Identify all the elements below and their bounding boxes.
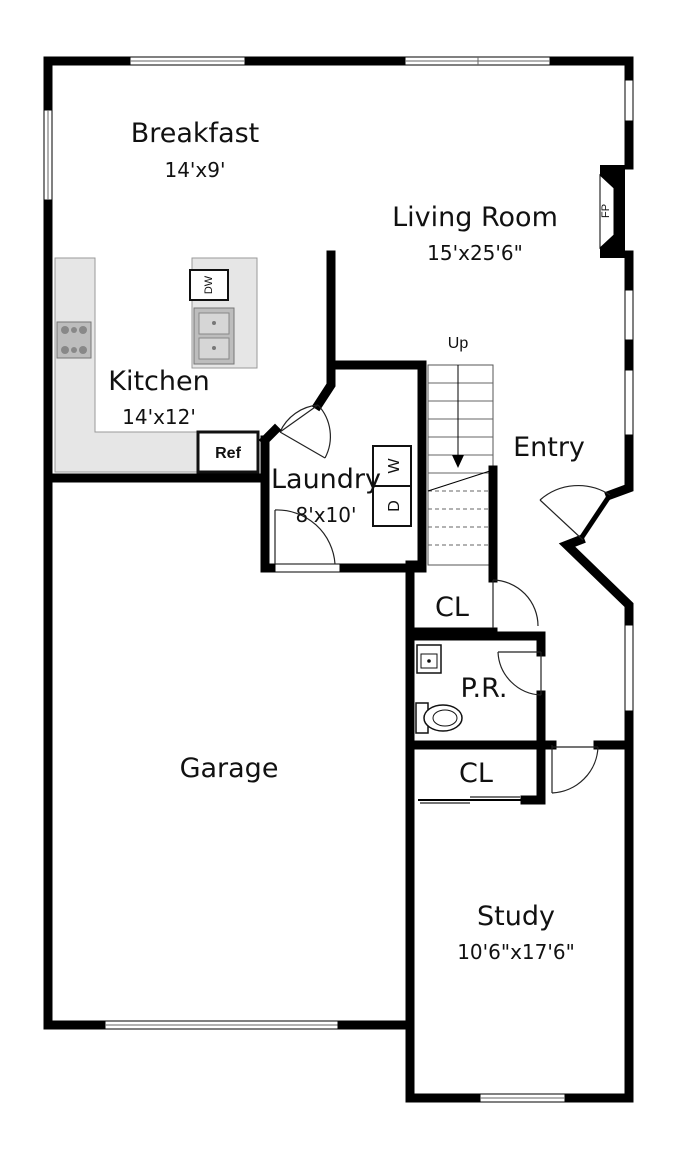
fireplace-label: FP — [600, 204, 612, 218]
kitchen-counter — [54, 257, 199, 473]
room-entry-name: Entry — [513, 432, 585, 463]
room-living-room-name: Living Room — [392, 202, 558, 233]
room-laundry-dims: 8'x10' — [295, 503, 356, 527]
dryer-label: D — [386, 500, 403, 512]
window-breakfast-left — [43, 109, 53, 201]
refrigerator-icon: Ref — [196, 430, 260, 474]
laundry-bottom-door — [274, 509, 341, 573]
entry-door — [539, 485, 613, 542]
room-breakfast-name: Breakfast — [131, 118, 260, 149]
room-garage-name: Garage — [180, 753, 279, 784]
window-right-4 — [624, 624, 634, 716]
room-living-room: Living Room 15'x25'6" — [392, 202, 558, 265]
room-study: Study 10'6"x17'6" — [457, 901, 575, 964]
staircase — [427, 364, 498, 575]
room-breakfast-dims: 14'x9' — [164, 158, 225, 182]
room-closet-upper-name: CL — [435, 592, 469, 623]
room-closet-lower: CL — [459, 758, 493, 789]
room-powder-room: P.R. — [460, 673, 507, 704]
stairs-up-label: Up — [448, 335, 469, 352]
room-laundry: Laundry 8'x10' — [271, 464, 381, 527]
room-laundry-name: Laundry — [271, 464, 381, 495]
room-entry: Entry — [513, 432, 585, 463]
room-kitchen: Kitchen 14'x12' — [108, 366, 209, 429]
washer-label: W — [386, 458, 403, 474]
cooktop-icon — [56, 321, 92, 359]
room-garage: Garage — [180, 753, 279, 784]
laundry-top-door — [279, 404, 331, 459]
washer-icon: W — [372, 445, 412, 487]
study-door — [551, 745, 599, 794]
bathroom-sink-icon — [416, 644, 442, 674]
room-kitchen-dims: 14'x12' — [122, 405, 196, 429]
window-right-2 — [624, 289, 634, 341]
room-kitchen-name: Kitchen — [108, 366, 209, 397]
sink-icon — [193, 307, 235, 365]
room-living-room-dims: 15'x25'6" — [427, 241, 523, 265]
fireplace-icon: FP — [599, 165, 625, 258]
refrigerator-label: Ref — [215, 445, 241, 462]
dishwasher-label: DW — [203, 275, 215, 294]
dryer-icon: D — [372, 485, 412, 527]
window-living-top — [404, 56, 551, 66]
room-breakfast: Breakfast 14'x9' — [131, 118, 260, 182]
window-right-1 — [624, 79, 634, 126]
window-right-3 — [624, 369, 634, 436]
closet-upper-door — [492, 579, 539, 628]
room-closet-upper: CL — [435, 592, 469, 623]
room-study-name: Study — [477, 901, 555, 932]
garage-door — [104, 1020, 343, 1030]
room-powder-room-name: P.R. — [460, 673, 507, 704]
room-closet-lower-name: CL — [459, 758, 493, 789]
closet-lower-door — [418, 796, 525, 804]
powder-room-door — [497, 651, 542, 696]
toilet-icon — [415, 702, 463, 734]
window-breakfast-top — [129, 56, 246, 66]
room-study-dims: 10'6"x17'6" — [457, 940, 575, 964]
window-study-bottom — [479, 1093, 566, 1103]
dishwasher-icon: DW — [189, 269, 229, 301]
